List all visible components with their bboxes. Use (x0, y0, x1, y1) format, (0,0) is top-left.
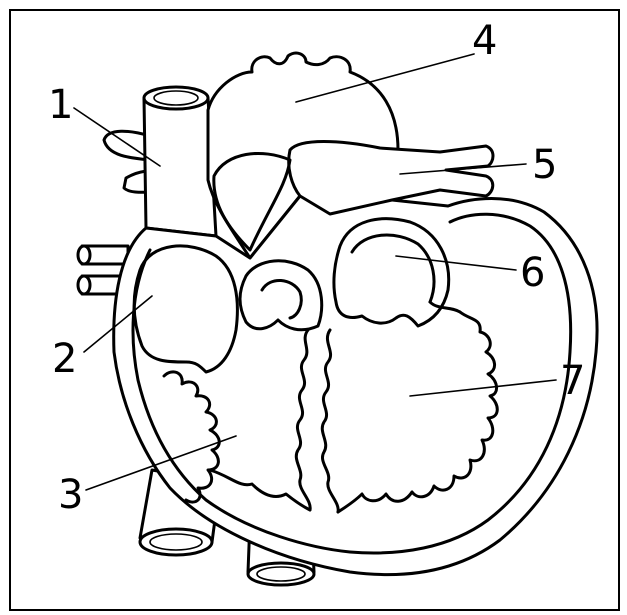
superior-vena-cava (144, 98, 216, 236)
label-1: 1 (48, 82, 73, 128)
label-6: 6 (520, 250, 545, 296)
label-5: 5 (532, 142, 557, 188)
label-4: 4 (472, 18, 497, 64)
label-7: 7 (560, 358, 585, 404)
label-3: 3 (58, 472, 83, 518)
label-2: 2 (52, 336, 77, 382)
